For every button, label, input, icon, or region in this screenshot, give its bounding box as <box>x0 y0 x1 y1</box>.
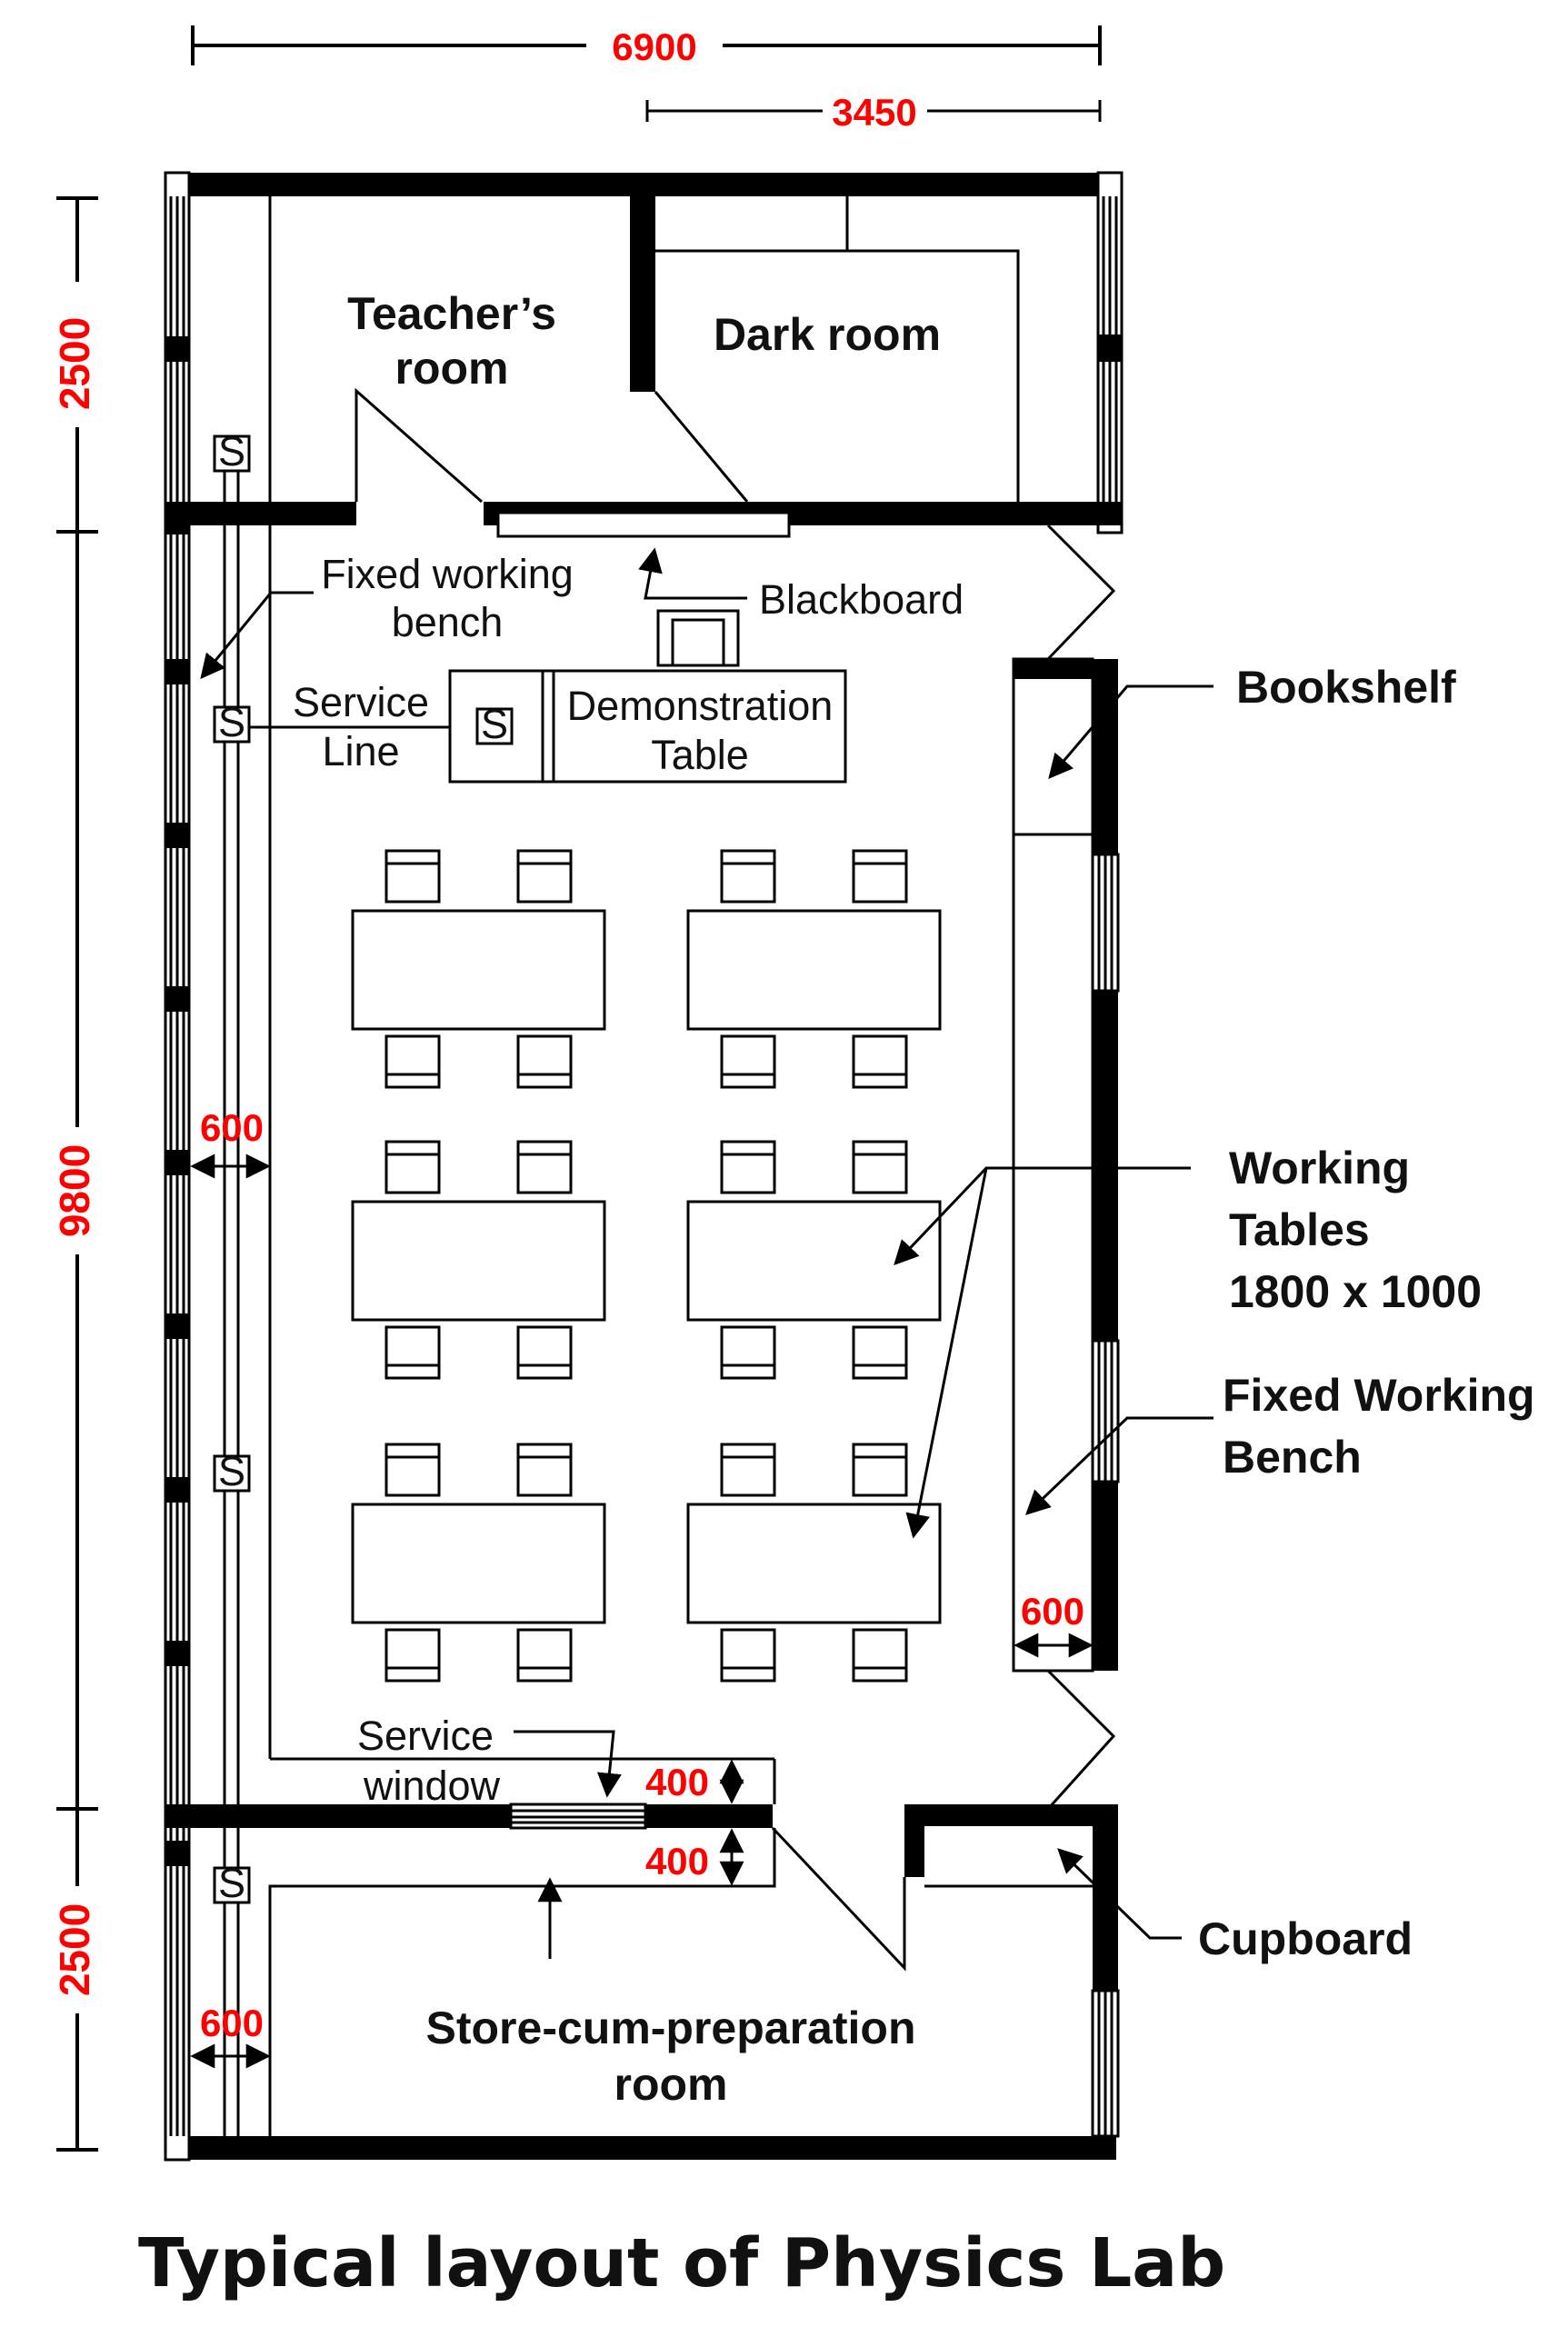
working-tables-label-line2: Tables <box>1229 1204 1370 1255</box>
dimension-half-width-label: 3450 <box>832 91 916 134</box>
dimension-half-width: 3450 <box>645 91 1102 134</box>
stool <box>385 1140 441 1194</box>
arrow-icon <box>200 591 314 680</box>
blackboard-label: Blackboard <box>759 576 964 623</box>
left-fixed-working-bench <box>268 196 776 1804</box>
stool <box>516 1140 573 1194</box>
service-point-icon: S <box>213 699 251 745</box>
demonstration-table: S <box>448 669 847 784</box>
fixed-working-bench-right-label-line1: Fixed Working <box>1223 1370 1535 1421</box>
service-line-label-line1: Service <box>293 679 429 725</box>
stool <box>720 1140 776 1194</box>
demonstration-table-label-line2: Table <box>651 732 749 778</box>
outer-walls <box>164 171 1124 2162</box>
teachers-room-label-line1: Teacher’s <box>347 288 556 339</box>
store-room-label-line1: Store-cum-preparation <box>426 2002 916 2053</box>
service-point-icon: S <box>213 1860 251 1906</box>
label-arrows <box>200 547 1213 1959</box>
dimension-overall-width-label: 6900 <box>612 25 696 68</box>
stool <box>852 1628 908 1683</box>
stool <box>852 1034 908 1089</box>
stool <box>516 1628 573 1683</box>
working-tables-label-line3: 1800 x 1000 <box>1229 1266 1482 1317</box>
internal-walls <box>165 196 1122 1877</box>
working-tables <box>351 849 942 1683</box>
working-table <box>686 909 942 1031</box>
stool <box>516 1325 573 1380</box>
arrow-icon <box>638 547 747 600</box>
service-window-lower-label: 400 <box>645 1840 709 1883</box>
stool <box>720 1628 776 1683</box>
teacher-chair <box>656 609 740 667</box>
dimension-overall-width: 6900 <box>191 25 1102 68</box>
stool <box>852 1140 908 1194</box>
arrow-icon <box>1057 1848 1182 1940</box>
dimension-bottom-depth-label: 2500 <box>51 1903 98 1996</box>
fixed-working-bench-right-label-line2: Bench <box>1223 1432 1362 1483</box>
doors <box>355 196 1116 1972</box>
dimension-vertical-chain: 2500 9800 2500 <box>51 196 98 2152</box>
service-window-upper-label: 400 <box>645 1761 709 1803</box>
service-point-icon: S <box>213 428 251 474</box>
page-title: Typical layout of Physics Lab <box>138 2224 1225 2302</box>
service-window-label-line2: window <box>363 1763 501 1809</box>
svg-text:S: S <box>218 1860 245 1906</box>
service-window-label-line1: Service <box>357 1713 494 1759</box>
stool <box>720 1325 776 1380</box>
working-table <box>686 1503 942 1624</box>
stool <box>385 1034 441 1089</box>
dark-room-label: Dark room <box>714 309 941 360</box>
svg-text:S: S <box>218 1448 245 1494</box>
store-bench-width-label: 600 <box>200 2002 264 2044</box>
svg-text:S: S <box>218 699 245 745</box>
stool <box>720 1034 776 1089</box>
stool <box>720 849 776 904</box>
svg-text:S: S <box>218 428 245 474</box>
bookshelf <box>1012 657 1118 836</box>
working-table <box>351 1503 606 1624</box>
service-line-label-line2: Line <box>322 728 399 774</box>
arrow-icon <box>1025 1416 1213 1515</box>
stool <box>720 1443 776 1497</box>
right-bench-width-label: 600 <box>1021 1590 1084 1633</box>
dimension-lab-depth-label: 9800 <box>51 1144 98 1237</box>
arrow-icon <box>514 1730 622 1798</box>
working-table <box>351 1200 606 1322</box>
stool <box>852 849 908 904</box>
right-fixed-working-bench <box>1012 833 1094 1673</box>
dimension-arrow-icon <box>190 1154 1094 2069</box>
fixed-working-bench-left-label-line1: Fixed working <box>321 551 574 597</box>
cupboard-label: Cupboard <box>1198 1913 1413 1964</box>
working-table <box>351 909 606 1031</box>
store-room-label-line2: room <box>614 2059 728 2110</box>
service-point-icon: S <box>213 1448 251 1494</box>
stool <box>385 1325 441 1380</box>
stool <box>516 1443 573 1497</box>
arrow-icon <box>1048 684 1213 780</box>
working-table <box>686 1200 942 1322</box>
stool <box>852 1325 908 1380</box>
blackboard <box>496 511 791 538</box>
arrow-icon <box>905 1167 988 1539</box>
demonstration-table-label-line1: Demonstration <box>567 683 834 729</box>
bookshelf-label: Bookshelf <box>1236 662 1456 713</box>
left-bench-width-label: 600 <box>200 1106 264 1149</box>
fixed-working-bench-left-label-line2: bench <box>392 599 504 645</box>
stool <box>385 1628 441 1683</box>
working-tables-label-line1: Working <box>1229 1143 1410 1193</box>
stool <box>385 849 441 904</box>
teachers-room-label-line2: room <box>395 343 509 394</box>
stool <box>385 1443 441 1497</box>
store-bench <box>268 1828 1093 2136</box>
service-point-icon: S <box>481 701 508 747</box>
stool <box>852 1443 908 1497</box>
dimension-top-depth-label: 2500 <box>51 317 98 410</box>
stool <box>516 1034 573 1089</box>
stool <box>516 849 573 904</box>
